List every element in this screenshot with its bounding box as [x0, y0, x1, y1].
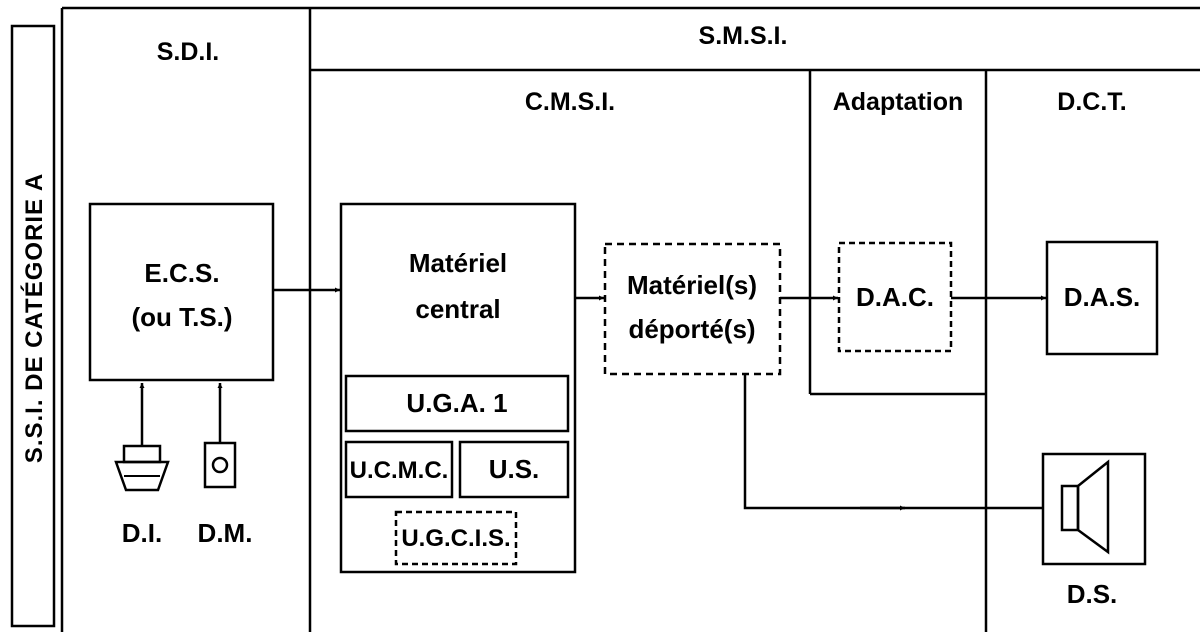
dac-label: D.A.C.	[856, 282, 934, 312]
speaker-icon	[1060, 459, 1110, 555]
side-title: S.S.I. DE CATÉGORIE A	[20, 173, 48, 463]
ds-label: D.S.	[1067, 579, 1118, 609]
side-title-box	[10, 24, 56, 628]
header-dct: D.C.T.	[1057, 88, 1126, 116]
central-label-line1: Matériel	[409, 248, 507, 278]
central-box	[339, 202, 577, 574]
manual-call-point-icon	[203, 441, 237, 489]
deporte-label-line2: déporté(s)	[628, 314, 755, 344]
ecs-label-line2: (ou T.S.)	[131, 302, 232, 332]
ecs-label-line1: E.C.S.	[144, 258, 219, 288]
us-box	[458, 440, 570, 499]
header-cmsi: C.M.S.I.	[525, 88, 615, 116]
ucmc-label: U.C.M.C.	[350, 457, 449, 484]
dm-label: D.M.	[198, 518, 253, 548]
das-label: D.A.S.	[1064, 282, 1141, 312]
uga-box	[344, 374, 570, 433]
ugcis-label: U.G.C.I.S.	[401, 525, 510, 552]
di-label: D.I.	[122, 518, 162, 548]
us-label: U.S.	[489, 454, 540, 484]
ds-box	[1041, 452, 1147, 566]
deporte-to-ds-line	[743, 374, 1042, 510]
header-adaptation: Adaptation	[833, 88, 964, 116]
detector-icon	[114, 444, 170, 492]
central-label-line2: central	[415, 294, 500, 324]
deporte-label-line1: Matériel(s)	[627, 270, 757, 300]
ecs-box	[88, 202, 275, 382]
ucmc-box	[344, 440, 454, 499]
header-smsi: S.M.S.I.	[699, 22, 788, 50]
ugcis-box	[394, 510, 518, 566]
header-sdi: S.D.I.	[157, 38, 220, 66]
deporte-box	[603, 242, 782, 376]
das-box	[1045, 240, 1159, 356]
uga-label: U.G.A. 1	[406, 388, 507, 418]
